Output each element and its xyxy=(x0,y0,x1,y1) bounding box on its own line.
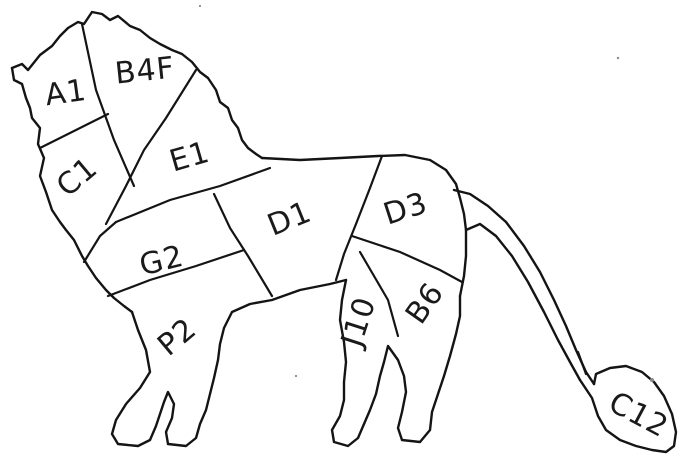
region-label-g2: G2 xyxy=(136,239,187,284)
tail-underside-outline xyxy=(466,224,580,380)
region-label-c1: C1 xyxy=(50,150,105,204)
region-label-d3: D3 xyxy=(379,186,432,233)
divider-d1-d3 xyxy=(336,156,382,280)
front-legs-outline xyxy=(112,280,346,446)
region-label-p2: P2 xyxy=(151,311,204,363)
divider-d3-b6 xyxy=(352,236,462,282)
divider-a1-c1 xyxy=(40,114,108,148)
paper-speck xyxy=(617,57,619,59)
divider-g2-d1 xyxy=(214,194,272,296)
region-label-e1: E1 xyxy=(166,135,214,180)
divider-c1-g2 xyxy=(84,222,116,262)
region-label-b4f: B4F xyxy=(113,50,176,91)
region-label-b6: B6 xyxy=(399,276,452,330)
paper-speck xyxy=(295,375,297,377)
region-label-a1: A1 xyxy=(43,73,89,113)
paper-speck xyxy=(199,5,201,7)
paper-speck xyxy=(650,378,654,382)
tail-outline xyxy=(454,190,594,384)
divider-e1-lower xyxy=(116,168,270,222)
tail-tuft-divider xyxy=(578,352,586,374)
region-label-d1: D1 xyxy=(263,195,317,244)
